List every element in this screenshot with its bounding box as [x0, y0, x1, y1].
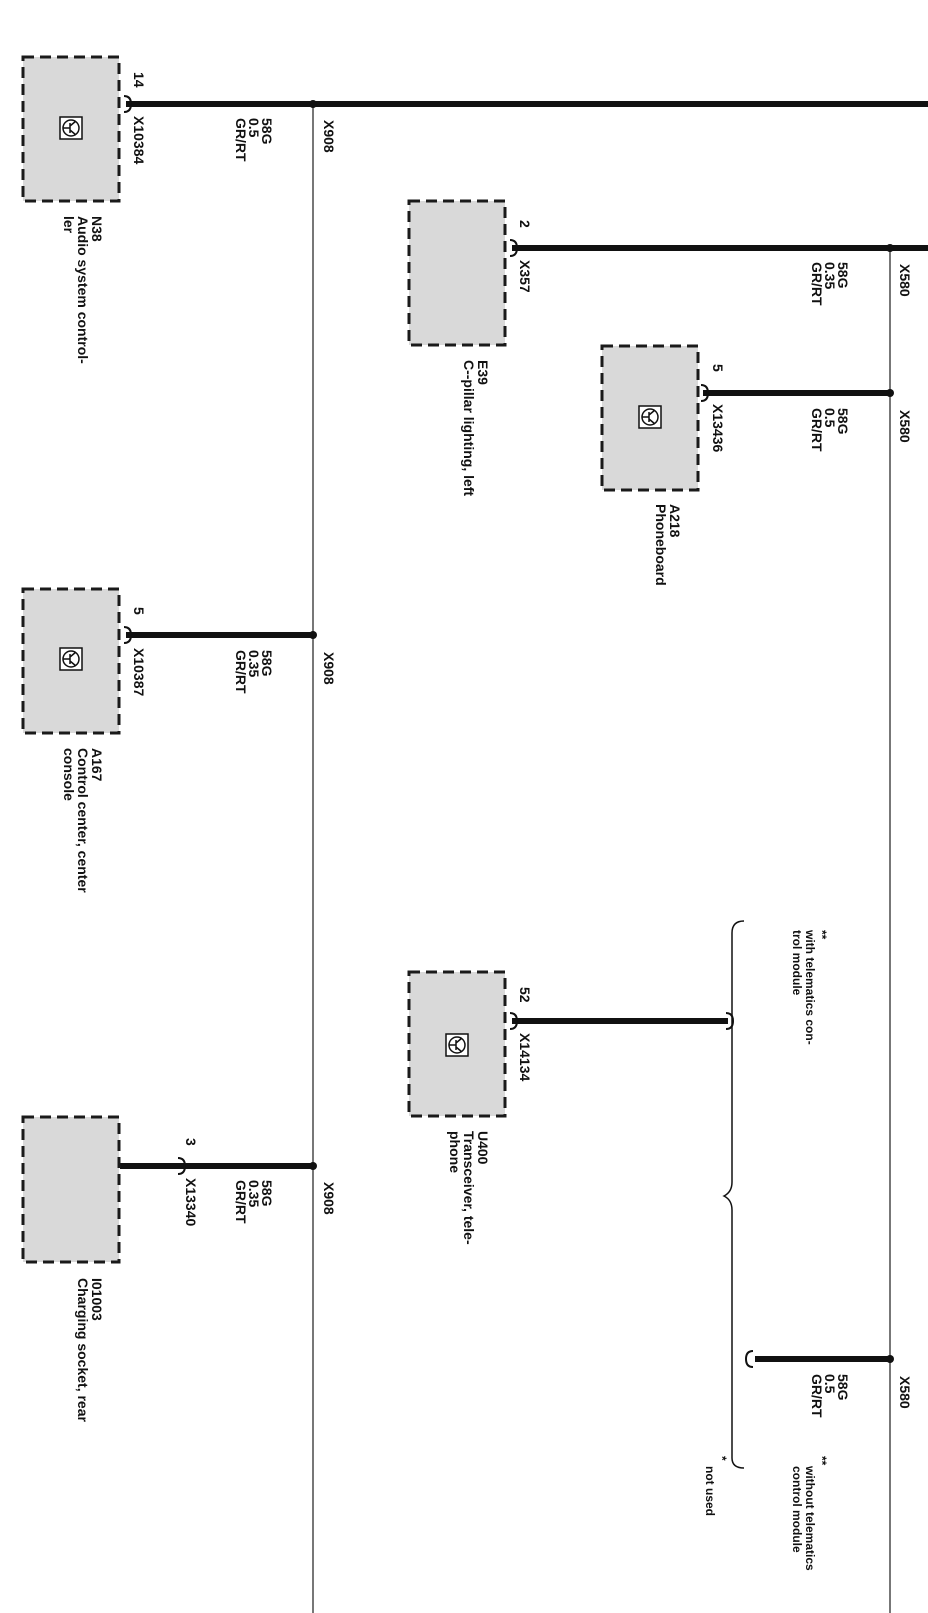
connector-label: X13436: [710, 404, 726, 452]
wire-color: GR/RT: [809, 408, 825, 452]
component-name-cont: phone: [447, 1131, 463, 1173]
component-name: C--pillar lighting, left: [461, 360, 477, 496]
connector-label: X10384: [131, 116, 147, 164]
wire-code: 58G: [835, 1374, 851, 1401]
pin-number: 3: [183, 1138, 199, 1146]
variant-marker: *: [715, 1456, 729, 1461]
splice-label: X908: [321, 652, 337, 685]
splice-label: X580: [897, 1376, 913, 1409]
pin-number: 5: [710, 364, 726, 372]
splice-dot-x580: [886, 389, 894, 397]
splice-label: X580: [897, 264, 913, 297]
pin-number: 14: [131, 72, 147, 88]
connector-hook: [177, 1157, 187, 1175]
variant-marker: **: [815, 1456, 829, 1466]
wire-color: GR/RT: [809, 1374, 825, 1418]
pin-number: 5: [131, 607, 147, 615]
note-not-used: not used: [703, 1466, 717, 1516]
wire-code: 58G: [259, 118, 275, 145]
note-with-tcm: with telematics con-: [803, 929, 817, 1045]
wire-size: 0.5: [246, 118, 262, 138]
component-id: E39: [475, 360, 491, 385]
splice-dot-x908: [309, 631, 317, 639]
variant-marker: **: [815, 930, 829, 940]
wire-size: 0.35: [246, 1180, 262, 1207]
component-name: Transceiver, tele-: [461, 1131, 477, 1245]
splice-dot-x580: [886, 1355, 894, 1363]
connector-hook: [744, 1350, 754, 1368]
component-name-cont: ler: [61, 216, 77, 234]
splice-label: X908: [321, 1182, 337, 1215]
connector-hook: [725, 1012, 735, 1030]
wire-size: 0.35: [822, 262, 838, 289]
variant-brace: [722, 920, 745, 1469]
component-id: A167: [89, 748, 105, 782]
component-e39: [407, 199, 507, 347]
wire-color: GR/RT: [233, 1180, 249, 1224]
component-id: A218: [667, 504, 683, 538]
connector-hook: [123, 626, 133, 644]
component-u400: [407, 970, 507, 1118]
wire-color: GR/RT: [233, 650, 249, 694]
wire-code: 58G: [835, 262, 851, 289]
component-id: U400: [475, 1131, 491, 1165]
connector-hook: [123, 95, 133, 113]
pin-number: 2: [517, 220, 533, 228]
note-with-tcm-cont: trol module: [790, 930, 804, 996]
wire-size: 0.35: [246, 650, 262, 677]
component-name: Control center, center: [75, 748, 91, 893]
transistor-icon: [59, 116, 83, 140]
component-id: N38: [89, 216, 105, 242]
component-n38: [21, 55, 121, 203]
connector-hook: [509, 1012, 519, 1030]
splice-dot-x908: [309, 100, 317, 108]
transistor-icon: [59, 647, 83, 671]
component-a167: [21, 587, 121, 735]
wire-color: GR/RT: [809, 262, 825, 306]
component-name: Charging socket, rear: [75, 1278, 91, 1422]
component-a218: [600, 344, 700, 492]
wire-size: 0.5: [822, 1374, 838, 1394]
component-id: I01003: [89, 1278, 105, 1321]
transistor-icon: [638, 405, 662, 429]
splice-label: X580: [897, 410, 913, 443]
wire-code: 58G: [259, 650, 275, 677]
component-i01003: [21, 1115, 121, 1264]
connector-label: X10387: [131, 648, 147, 696]
component-name: Audio system control-: [75, 216, 91, 364]
wire-size: 0.5: [822, 408, 838, 428]
connector-hook: [700, 384, 710, 402]
component-name-cont: console: [61, 748, 77, 801]
wire-code: 58G: [835, 408, 851, 435]
splice-label: X908: [321, 120, 337, 153]
wire-code: 58G: [259, 1180, 275, 1207]
splice-dot-x580: [886, 244, 894, 252]
connector-hook: [509, 239, 519, 257]
connector-label: X13340: [183, 1178, 199, 1226]
splice-dot-x908: [309, 1162, 317, 1170]
note-without-tcm-cont: control module: [790, 1466, 804, 1553]
component-name: Phoneboard: [653, 504, 669, 586]
connector-label: X357: [517, 260, 533, 293]
connector-label: X14134: [517, 1033, 533, 1081]
wire-color: GR/RT: [233, 118, 249, 162]
transistor-icon: [445, 1033, 469, 1057]
pin-number: 52: [517, 987, 533, 1003]
note-without-tcm: without telematics: [803, 1465, 817, 1571]
